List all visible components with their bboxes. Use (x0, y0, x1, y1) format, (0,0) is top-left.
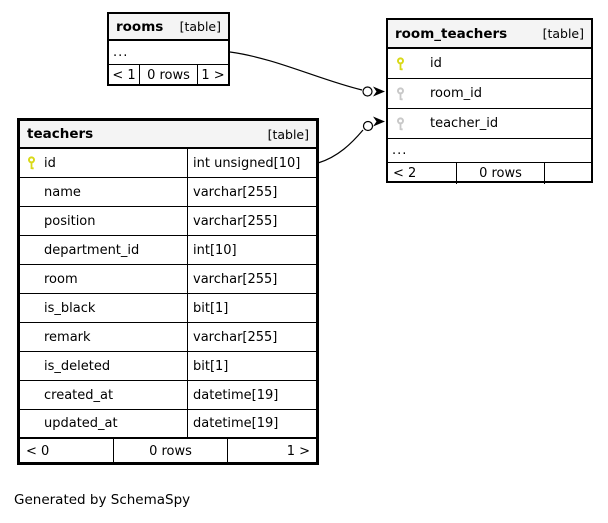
room_teachers-degree-out (545, 163, 591, 184)
teachers-row-is_black: is_black bit[1] (20, 294, 316, 323)
teachers-row-room: room varchar[255] (20, 265, 316, 294)
column-name-cell: remark (20, 330, 187, 345)
column-type: bit[1] (187, 294, 316, 322)
rooms-ellipsis-row: ... (109, 41, 228, 65)
edge-rooms-to-room_teachers (229, 51, 363, 91)
teachers-row-position: position varchar[255] (20, 207, 316, 236)
column-name-cell: created_at (20, 388, 187, 403)
column-name-cell: room (20, 272, 187, 287)
teachers-row-remark: remark varchar[255] (20, 323, 316, 352)
column-name: room_id (430, 86, 482, 101)
column-name: name (44, 184, 81, 200)
teachers-row-department_id: department_id int[10] (20, 236, 316, 265)
column-name: department_id (44, 242, 140, 258)
rooms-footer: < 1 0 rows 1 > (109, 65, 228, 86)
column-name-cell: is_black (20, 301, 187, 316)
column-name: updated_at (44, 416, 118, 431)
arrowhead-teacher_id (373, 116, 385, 127)
column-name: teacher_id (430, 116, 499, 131)
column-name-cell: name (20, 185, 187, 200)
column-type: datetime[19] (187, 410, 316, 437)
foreign-key-icon (396, 86, 405, 100)
teachers-degree-in: < 0 (26, 444, 50, 459)
teachers-row-name: name varchar[255] (20, 178, 316, 207)
foreign-key-icon (396, 116, 405, 130)
column-type: int[10] (187, 236, 316, 264)
teachers-row-is_deleted: is_deleted bit[1] (20, 352, 316, 381)
room_teachers-row-id: id (388, 49, 591, 79)
room_teachers-table-tag: [table] (542, 26, 584, 41)
room_teachers-row-room_id: room_id (388, 79, 591, 109)
teachers-table-tag: [table] (267, 126, 309, 142)
room_teachers-footer: < 2 0 rows (388, 163, 591, 184)
zero-or-one-circle-room_id (362, 86, 373, 97)
room_teachers-table-name[interactable]: room_teachers (395, 25, 508, 42)
column-name-cell: updated_at (20, 416, 187, 431)
generator-note: Generated by SchemaSpy (14, 492, 191, 508)
rooms-row-count: 0 rows (139, 65, 198, 86)
zero-or-one-circle-teacher_id (362, 120, 374, 132)
column-name: remark (44, 329, 91, 345)
table-node-teachers[interactable]: teachers [table] id int unsigned[10] nam… (17, 118, 319, 465)
column-name-cell: is_deleted (20, 359, 187, 374)
rooms-degree-in: < 1 (112, 68, 136, 83)
teachers-row-updated_at: updated_at datetime[19] (20, 410, 316, 439)
column-name-cell: position (20, 214, 187, 229)
column-name: is_deleted (44, 358, 111, 374)
teachers-footer: < 0 0 rows 1 > (20, 439, 316, 464)
rooms-table-name[interactable]: rooms (116, 18, 164, 35)
teachers-degree-out: 1 > (286, 444, 310, 459)
teachers-row-id: id int unsigned[10] (20, 149, 316, 178)
column-name-cell: department_id (20, 243, 187, 258)
room_teachers-row-count: 0 rows (456, 163, 545, 184)
column-name-cell: id (20, 156, 187, 171)
column-name: id (44, 155, 56, 171)
column-type: datetime[19] (187, 381, 316, 409)
teachers-header[interactable]: teachers [table] (20, 121, 316, 149)
column-type: varchar[255] (187, 265, 316, 293)
column-name: created_at (44, 387, 114, 403)
teachers-row-count: 0 rows (113, 439, 228, 464)
table-node-room_teachers[interactable]: room_teachers [table] id room_id teacher… (386, 18, 593, 184)
edge-teachers-to-room_teachers (317, 129, 364, 164)
arrowhead-room_id (373, 86, 385, 97)
room_teachers-header[interactable]: room_teachers [table] (388, 20, 591, 49)
room_teachers-degree-in: < 2 (393, 166, 417, 181)
column-type: varchar[255] (187, 207, 316, 235)
rooms-degree-out: 1 > (201, 68, 225, 83)
primary-key-icon (27, 156, 36, 170)
column-type: int unsigned[10] (187, 149, 316, 177)
teachers-row-created_at: created_at datetime[19] (20, 381, 316, 410)
column-type: varchar[255] (187, 178, 316, 206)
column-name: room (44, 271, 78, 287)
column-name: is_black (44, 300, 96, 316)
table-node-rooms[interactable]: rooms [table] ... < 1 0 rows 1 > (107, 12, 230, 86)
column-type: varchar[255] (187, 323, 316, 351)
teachers-table-name[interactable]: teachers (27, 126, 94, 142)
rooms-table-tag: [table] (179, 19, 221, 34)
room_teachers-ellipsis-row: ... (388, 139, 591, 163)
column-type: bit[1] (187, 352, 316, 380)
rooms-header[interactable]: rooms [table] (109, 14, 228, 41)
column-name: position (44, 213, 96, 229)
primary-key-icon (396, 56, 405, 70)
room_teachers-row-teacher_id: teacher_id (388, 109, 591, 139)
column-name: id (430, 56, 442, 71)
